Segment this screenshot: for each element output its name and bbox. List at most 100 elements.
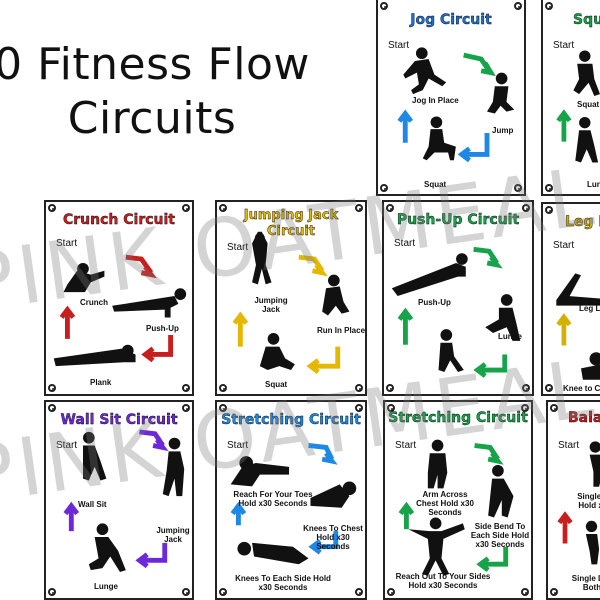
circuit-illustration: [398, 439, 514, 576]
card-squat-circuit: Squ Start Squat Lun: [541, 0, 600, 196]
circuit-illustration: [397, 47, 515, 163]
rivet-icon: [182, 588, 190, 596]
start-label: Start: [395, 440, 417, 451]
start-label: Start: [553, 240, 575, 251]
circuit-illustration: [557, 441, 600, 565]
exercise-label: Run In Place: [317, 326, 366, 335]
card-jumping-jack-circuit: Jumping Jack Circuit Start Jumping Jack …: [215, 200, 367, 396]
rivet-icon: [219, 384, 227, 392]
card-title: Crunch Circuit: [63, 212, 175, 228]
circuit-illustration: [63, 429, 185, 573]
rivet-icon: [48, 384, 56, 392]
exercise-label: Squat: [577, 100, 600, 109]
rivet-icon: [550, 404, 558, 412]
exercise-label: Single Le Hold x30: [577, 492, 600, 510]
rivet-icon: [355, 404, 363, 412]
card-title: Jog Circuit: [410, 12, 492, 28]
circuit-illustration: [230, 443, 357, 565]
card-crunch-circuit: Crunch Circuit Start Crunch Push-Up Plan…: [44, 200, 194, 396]
rivet-icon: [355, 204, 363, 212]
rivet-icon: [380, 2, 388, 10]
start-label: Start: [227, 440, 249, 451]
page-title: 0 Fitness Flow Circuits: [0, 38, 322, 146]
rivet-icon: [182, 204, 190, 212]
rivet-icon: [219, 204, 227, 212]
circuit-illustration: [232, 231, 350, 374]
title-line-2: Circuits: [67, 93, 237, 144]
start-label: Start: [56, 238, 78, 249]
rivet-icon: [386, 384, 394, 392]
start-label: Start: [388, 40, 410, 51]
exercise-label: Side Bend To Each Side Hold x30 Seconds: [470, 522, 530, 549]
exercise-label: Reach For Your Toes Hold x30 Seconds: [233, 490, 313, 508]
card-title: Wall Sit Circuit: [60, 412, 178, 428]
exercise-label: Jumping Jack: [156, 526, 190, 544]
rivet-icon: [182, 404, 190, 412]
start-label: Start: [227, 242, 249, 253]
card-stretching-circuit-green: Stretching Circuit Start Arm Across Ches…: [383, 400, 533, 600]
circuit-illustration: [556, 273, 600, 380]
rivet-icon: [545, 2, 553, 10]
rivet-icon: [522, 384, 530, 392]
exercise-label: Arm Across Chest Hold x30 Seconds: [416, 490, 474, 517]
rivet-icon: [514, 184, 522, 192]
exercise-label: Knees To Chest Hold x30 Seconds: [303, 524, 363, 551]
circuit-illustration: [391, 246, 521, 378]
exercise-label: Knees To Each Side Hold x30 Seconds: [235, 574, 331, 592]
exercise-label: Push-Up: [418, 298, 451, 307]
exercise-label: Lun: [587, 180, 600, 189]
start-label: Start: [558, 440, 580, 451]
exercise-label: Reach Out To Your Sides Hold x30 Seconds: [395, 572, 491, 590]
circuit-illustration: [53, 254, 187, 367]
card-title: Bala: [568, 410, 600, 426]
card-balance-circuit: Bala Start Single Le Hold x30 Single Leg…: [546, 400, 600, 600]
card-title: Stretching Circuit: [388, 410, 528, 426]
rivet-icon: [355, 588, 363, 596]
rivet-icon: [545, 206, 553, 214]
start-label: Start: [394, 238, 416, 249]
exercise-label: Single Leg Both: [571, 574, 600, 592]
rivet-icon: [545, 384, 553, 392]
card-title: Push-Up Circuit: [396, 212, 520, 228]
card-jog-circuit: Jog Circuit Start Jog In Place Jump Squa…: [376, 0, 526, 196]
rivet-icon: [182, 384, 190, 392]
exercise-label: Push-Up: [146, 324, 179, 333]
rivet-icon: [550, 588, 558, 596]
card-title: Jumping Jack Circuit: [243, 208, 339, 239]
exercise-label: Plank: [90, 378, 112, 387]
rivet-icon: [355, 384, 363, 392]
rivet-icon: [219, 588, 227, 596]
exercise-label: Wall Sit: [78, 500, 107, 509]
circuit-illustration: [556, 50, 600, 163]
card-wall-sit-circuit: Wall Sit Circuit Start Wall Sit Jumping …: [44, 400, 194, 600]
exercise-label: Crunch: [80, 298, 108, 307]
rivet-icon: [48, 588, 56, 596]
exercise-label: Squat: [424, 180, 447, 189]
exercise-label: Leg Lif: [579, 304, 600, 313]
rivet-icon: [545, 184, 553, 192]
card-title: Stretching Circuit: [221, 412, 361, 428]
title-line-1: 0 Fitness Flow: [0, 39, 310, 90]
exercise-label: Jump: [492, 126, 514, 135]
start-label: Start: [56, 440, 78, 451]
exercise-label: Lunge: [94, 582, 118, 591]
rivet-icon: [521, 588, 529, 596]
rivet-icon: [48, 404, 56, 412]
card-leg-lift-circuit: Leg Li Start Leg Lif Knee to Ch: [541, 202, 600, 396]
exercise-label: Jog In Place: [412, 96, 459, 105]
card-title: Leg Li: [565, 214, 600, 230]
card-title: Squ: [573, 12, 600, 28]
rivet-icon: [521, 404, 529, 412]
exercise-label: Squat: [265, 380, 288, 389]
rivet-icon: [387, 588, 395, 596]
card-push-up-circuit: Push-Up Circuit Start Push-Up Lunge: [382, 200, 534, 396]
rivet-icon: [387, 404, 395, 412]
rivet-icon: [380, 184, 388, 192]
card-stretching-circuit-blue: Stretching Circuit Start Reach For Your …: [215, 400, 367, 600]
start-label: Start: [553, 40, 575, 51]
exercise-label: Lunge: [498, 332, 522, 341]
exercise-label: Knee to Ch: [563, 384, 600, 393]
rivet-icon: [48, 204, 56, 212]
rivet-icon: [514, 2, 522, 10]
exercise-label: Jumping Jack: [254, 296, 288, 314]
